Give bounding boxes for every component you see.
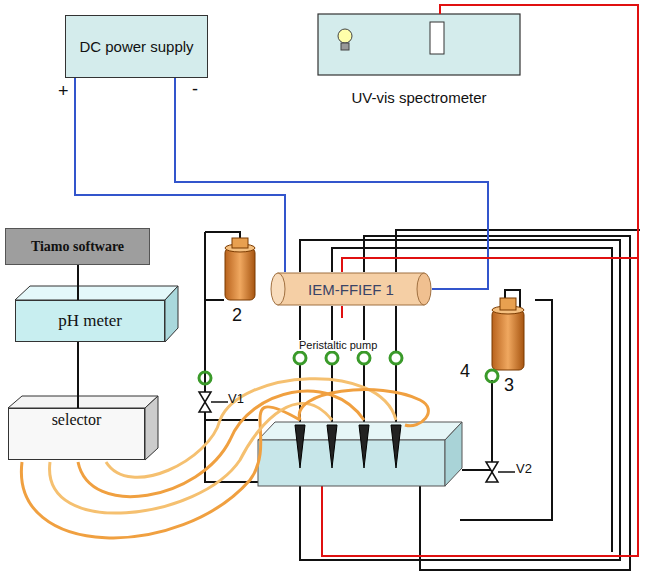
connector — [78, 342, 79, 408]
terminal-sign: - — [192, 80, 198, 98]
spectrometer: UV-vis spectrometer — [318, 14, 520, 106]
callout-number: 3 — [504, 376, 514, 394]
cell-cylinder: IEM-FFIEF 1 — [270, 272, 432, 306]
software-box: Tiamo software — [5, 228, 150, 265]
node-label: pH meter — [58, 311, 122, 331]
box-top — [15, 286, 178, 300]
node-label: IEM-FFIEF 1 — [308, 281, 394, 298]
pump-roller — [199, 352, 498, 384]
valve-label: V1 — [228, 392, 244, 405]
part-label: Peristaltic pump — [298, 340, 378, 351]
box-top — [8, 396, 158, 408]
node-label: Tiamo software — [31, 239, 124, 255]
box-side — [145, 396, 158, 460]
electrode-block — [258, 422, 462, 486]
lamp-icon — [338, 29, 352, 50]
node-label: DC power supply — [79, 38, 193, 55]
terminal-sign: + — [58, 82, 69, 100]
reservoir-bottle — [225, 238, 255, 300]
selector-box: selector — [8, 408, 145, 460]
cuvette — [430, 22, 444, 54]
valve-label: V2 — [516, 462, 532, 475]
box-side — [165, 286, 178, 342]
ph-meter-box: pH meter — [15, 300, 165, 342]
reservoir-bottle — [492, 298, 524, 370]
spectrometer-box — [318, 14, 520, 75]
electrode — [295, 425, 401, 468]
optical-fiber — [341, 306, 343, 318]
callout-number: 4 — [460, 362, 470, 380]
callout-number: 2 — [232, 306, 242, 324]
connector — [78, 265, 79, 300]
connector — [342, 5, 638, 272]
node-label: selector — [52, 411, 102, 429]
node-label: UV-vis spectrometer — [351, 89, 486, 106]
power-supply-box: DC power supply — [65, 15, 208, 78]
